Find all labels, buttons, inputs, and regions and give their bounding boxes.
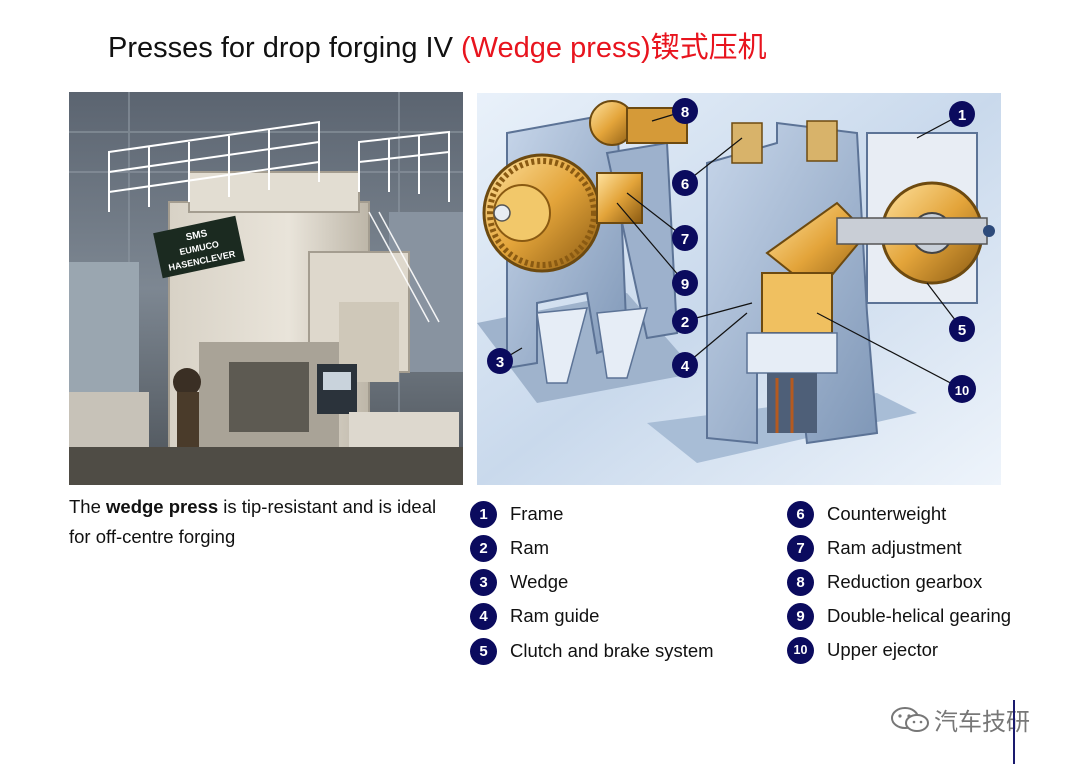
svg-text:7: 7 [681,231,689,248]
legend-item-double-helical-gearing: 9 Double-helical gearing [787,602,1011,630]
caption-after: is tip-resistant and is ideal for off-ce… [69,496,437,547]
diagram-marker-1: 1 [949,101,975,127]
legend-number-7: 7 [787,534,814,562]
diagram-marker-6: 6 [672,170,698,196]
legend-number-9: 9 [787,602,814,630]
title-chinese: 锲式压机 [650,32,767,64]
legend-item-upper-ejector: 10 Upper ejector [787,636,938,664]
caption-bold: wedge press [106,496,219,517]
svg-text:9: 9 [681,276,689,293]
legend-label-3: Wedge [510,571,569,592]
slide-divider-line [1013,700,1015,764]
diagram-marker-9: 9 [672,270,698,296]
diagram-marker-2: 2 [672,308,698,334]
legend-item-frame: 1 Frame [470,500,563,528]
legend-label-9: Double-helical gearing [827,605,1012,626]
svg-text:2: 2 [681,314,689,331]
svg-text:8: 8 [681,104,689,121]
legend-label-10: Upper ejector [827,639,939,660]
title-highlight: (Wedge press) [461,32,651,64]
watermark-text: 汽车技研 [934,709,1030,736]
diagram-marker-7: 7 [672,225,698,251]
caption-before: The [69,496,107,517]
svg-text:1: 1 [958,107,966,124]
press-photo: SMS EUMUCO HASENCLEVER [69,92,463,485]
legend-number-10: 10 [787,636,814,664]
legend-number-5: 5 [470,637,497,665]
legend-number-1: 1 [470,500,497,528]
legend-item-wedge: 3 Wedge [470,568,568,596]
legend-label-1: Frame [510,503,564,524]
logo-line-1: SMS [185,228,209,243]
press-cutaway-diagram: 1 2 3 4 5 6 7 8 9 10 [477,93,1001,485]
diagram-marker-8: 8 [672,98,698,124]
legend-number-6: 6 [787,500,814,528]
svg-text:4: 4 [681,358,690,375]
legend-number-4: 4 [470,602,497,630]
legend-label-8: Reduction gearbox [827,571,983,592]
legend-item-ram-guide: 4 Ram guide [470,602,599,630]
legend-number-3: 3 [470,568,497,596]
legend-number-8: 8 [787,568,814,596]
legend-label-5: Clutch and brake system [510,640,714,661]
legend-item-counterweight: 6 Counterweight [787,500,946,528]
svg-text:5: 5 [958,322,966,339]
wechat-icon [891,706,929,732]
diagram-marker-5: 5 [949,316,975,342]
legend-number-2: 2 [470,534,497,562]
watermark: 汽车技研 [890,702,1030,737]
legend-label-7: Ram adjustment [827,537,962,558]
legend-item-clutch-brake: 5 Clutch and brake system [470,637,714,665]
legend-item-ram: 2 Ram [470,534,549,562]
diagram-marker-10: 10 [948,375,976,403]
legend-label-6: Counterweight [827,503,947,524]
svg-text:10: 10 [955,383,969,398]
diagram-marker-3: 3 [487,348,513,374]
legend-item-ram-adjustment: 7 Ram adjustment [787,534,962,562]
svg-text:3: 3 [496,354,504,371]
legend-item-reduction-gearbox: 8 Reduction gearbox [787,568,982,596]
title-main: Presses for drop forging IV [108,32,461,64]
slide-title: Presses for drop forging IV (Wedge press… [108,24,767,66]
legend-label-4: Ram guide [510,605,600,626]
diagram-marker-4: 4 [672,352,698,378]
press-caption: The wedge press is tip-resistant and is … [69,492,449,552]
legend-label-2: Ram [510,537,550,558]
svg-text:6: 6 [681,176,689,193]
